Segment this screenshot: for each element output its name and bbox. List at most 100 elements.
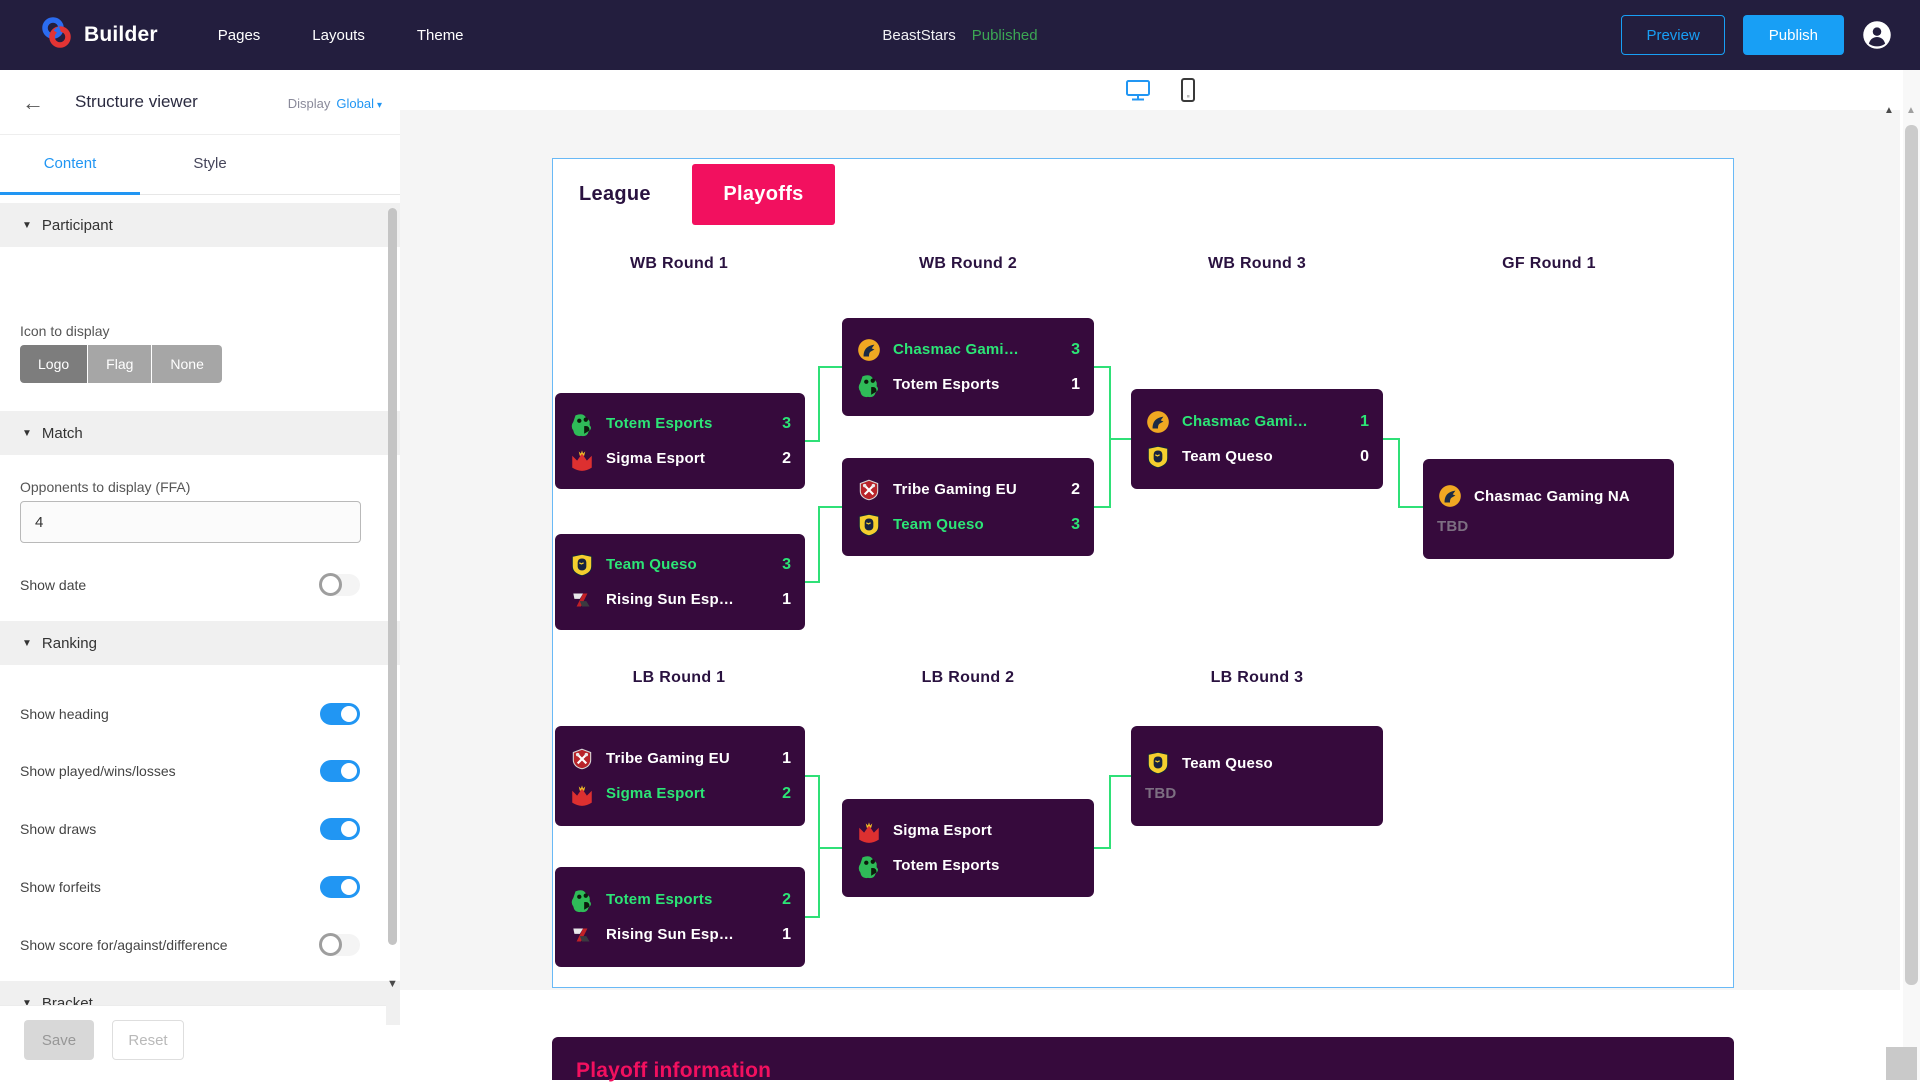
- show-date-toggle[interactable]: [319, 573, 360, 596]
- team-name: Totem Esports: [893, 376, 1000, 393]
- opponents-input[interactable]: [20, 501, 361, 543]
- icon-option-none[interactable]: None: [152, 345, 222, 383]
- display-global-dropdown[interactable]: Global: [336, 96, 382, 111]
- bracket-connector: [818, 506, 842, 508]
- team-name: Tribe Gaming EU: [893, 481, 1017, 498]
- playoff-info-widget[interactable]: Playoff information: [552, 1037, 1734, 1082]
- match-card-wb2a[interactable]: Chasmac Gami… 3 Totem Esports 1: [842, 318, 1094, 416]
- team-score: 3: [782, 414, 791, 432]
- sigma-esport-logo: [569, 781, 595, 807]
- top-nav: Pages Layouts Theme: [218, 27, 464, 44]
- tab-style[interactable]: Style: [193, 155, 227, 172]
- tab-league[interactable]: League: [579, 183, 651, 205]
- bracket-connector: [803, 440, 820, 442]
- team-row: Chasmac Gami… 3: [856, 337, 1080, 363]
- bracket-connector: [1109, 775, 1131, 777]
- preview-button[interactable]: Preview: [1621, 15, 1725, 55]
- publish-button[interactable]: Publish: [1742, 15, 1844, 55]
- opponents-label: Opponents to display (FFA): [20, 479, 191, 495]
- save-button[interactable]: Save: [24, 1020, 94, 1060]
- nav-pages[interactable]: Pages: [217, 26, 261, 44]
- team-queso-logo: [1145, 444, 1171, 470]
- team-row: Sigma Esport 2: [569, 446, 791, 472]
- desktop-view-icon[interactable]: [1124, 78, 1152, 102]
- match-card-wb2b[interactable]: Tribe Gaming EU 2 Team Queso 3: [842, 458, 1094, 556]
- team-score: 2: [782, 890, 791, 908]
- show-draws-toggle[interactable]: [320, 818, 360, 840]
- bracket-connector: [818, 366, 820, 442]
- sidebar-scrollbar[interactable]: [388, 208, 397, 945]
- show-score-toggle[interactable]: [319, 933, 360, 956]
- tab-content[interactable]: Content: [0, 135, 140, 195]
- round-header-wb1: WB Round 1: [629, 255, 729, 272]
- tab-playoffs[interactable]: Playoffs: [692, 164, 835, 225]
- panel-title: Structure viewer: [75, 92, 198, 111]
- match-card-lb1b[interactable]: Totem Esports 2 Rising Sun Esp… 1: [555, 867, 805, 967]
- brand-name: Builder: [84, 23, 158, 46]
- team-name: Sigma Esport: [606, 450, 706, 467]
- team-row: TBD: [1437, 518, 1660, 535]
- sidebar-scroll-down-arrow-icon[interactable]: ▼: [387, 978, 398, 990]
- totem-esports-logo: [856, 372, 882, 398]
- chasmac-gaming-logo: [1437, 483, 1463, 509]
- panel-scroll-area: ▼ Participant Icon to display Logo Flag …: [0, 195, 400, 1075]
- bracket-widget[interactable]: League Playoffs WB Round 1 WB Round 2 WB…: [552, 158, 1734, 988]
- canvas-scrollbar-thumb[interactable]: [1905, 125, 1918, 985]
- reset-button[interactable]: Reset: [112, 1020, 184, 1060]
- team-row: Sigma Esport: [856, 818, 1080, 844]
- section-match[interactable]: ▼ Match: [0, 411, 400, 455]
- show-forfeits-toggle[interactable]: [320, 876, 360, 898]
- totem-esports-logo: [569, 887, 595, 913]
- match-card-lb3a[interactable]: Team Queso TBD: [1131, 726, 1383, 826]
- match-card-gf1a[interactable]: Chasmac Gaming NA TBD: [1423, 459, 1674, 559]
- section-ranking[interactable]: ▼ Ranking: [0, 621, 400, 665]
- tribe-gaming-logo: [856, 477, 882, 503]
- team-score: 1: [1360, 412, 1369, 430]
- scrollbar-up-arrow-icon[interactable]: ▲: [1906, 105, 1916, 116]
- team-name: Totem Esports: [606, 891, 713, 908]
- team-name: Totem Esports: [893, 857, 1000, 874]
- team-name: Totem Esports: [606, 415, 713, 432]
- show-score-label: Show score for/against/difference: [20, 937, 228, 953]
- team-queso-logo: [569, 552, 595, 578]
- team-row: Totem Esports 3: [569, 411, 791, 437]
- icon-option-logo[interactable]: Logo: [20, 345, 89, 383]
- bracket-connector: [1109, 366, 1111, 508]
- match-card-lb2a[interactable]: Sigma Esport Totem Esports: [842, 799, 1094, 897]
- team-row: Team Queso 3: [856, 512, 1080, 538]
- nav-theme[interactable]: Theme: [416, 26, 464, 44]
- tribe-gaming-logo: [569, 746, 595, 772]
- team-row: Rising Sun Esp… 1: [569, 922, 791, 948]
- section-ranking-label: Ranking: [41, 634, 97, 652]
- show-heading-label: Show heading: [20, 706, 109, 722]
- mobile-view-icon[interactable]: [1180, 77, 1196, 103]
- match-card-wb1a[interactable]: Totem Esports 3 Sigma Esport 2: [555, 393, 805, 489]
- show-forfeits-label: Show forfeits: [20, 879, 101, 895]
- bracket-connector: [1109, 775, 1111, 849]
- team-queso-logo: [856, 512, 882, 538]
- team-score: 2: [782, 784, 791, 802]
- section-participant[interactable]: ▼ Participant: [0, 203, 400, 247]
- team-score: 1: [782, 590, 791, 608]
- inner-scrollbar-up-arrow-icon[interactable]: ▲: [1884, 105, 1894, 116]
- rising-sun-esports-logo: [569, 922, 595, 948]
- icon-option-flag[interactable]: Flag: [88, 345, 153, 383]
- team-name: TBD: [1437, 518, 1469, 535]
- section-participant-label: Participant: [41, 216, 113, 234]
- show-played-toggle[interactable]: [320, 760, 360, 782]
- bracket-connector: [803, 916, 820, 918]
- match-card-wb1b[interactable]: Team Queso 3 Rising Sun Esp… 1: [555, 534, 805, 630]
- team-name: Team Queso: [893, 516, 984, 533]
- account-icon[interactable]: [1862, 20, 1892, 50]
- builder-brand[interactable]: Builder: [40, 16, 158, 55]
- match-card-wb3a[interactable]: Chasmac Gami… 1 Team Queso 0: [1131, 389, 1383, 489]
- totem-esports-logo: [856, 853, 882, 879]
- show-heading-toggle[interactable]: [320, 703, 360, 725]
- match-card-lb1a[interactable]: Tribe Gaming EU 1 Sigma Esport 2: [555, 726, 805, 826]
- round-header-lb2: LB Round 2: [921, 669, 1015, 686]
- team-score: 0: [1360, 447, 1369, 465]
- nav-layouts[interactable]: Layouts: [312, 26, 365, 44]
- back-arrow-icon[interactable]: ←: [22, 90, 44, 115]
- editor-canvas: League Playoffs WB Round 1 WB Round 2 WB…: [400, 70, 1920, 1082]
- sigma-esport-logo: [856, 818, 882, 844]
